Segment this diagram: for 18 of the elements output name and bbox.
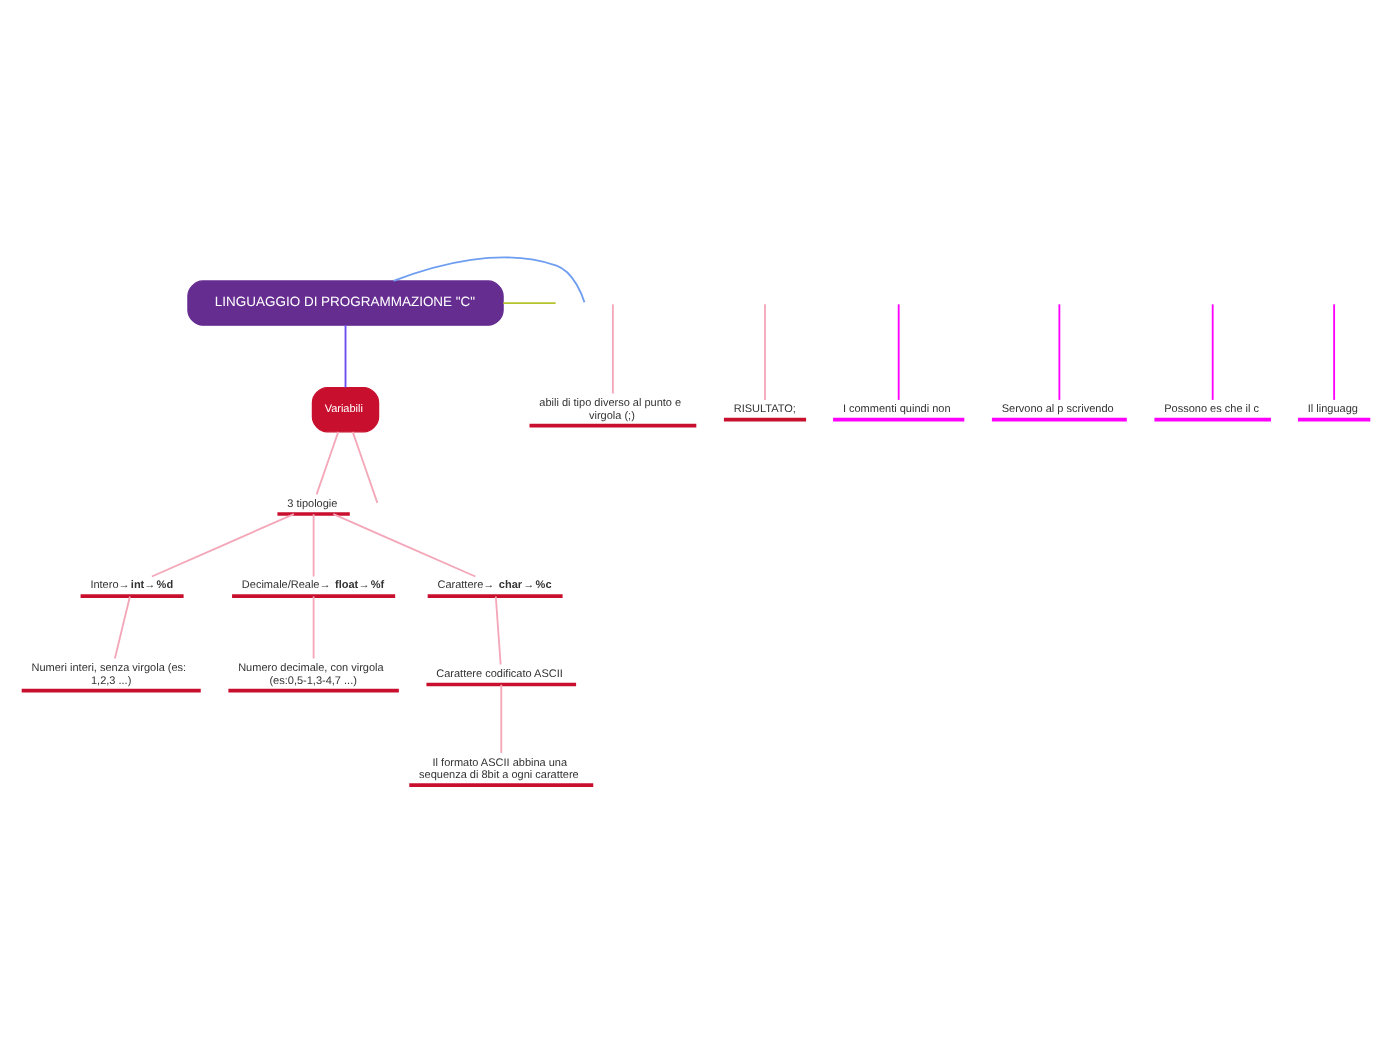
connector bbox=[1058, 302, 1061, 400]
connector bbox=[1211, 302, 1214, 400]
connector bbox=[494, 594, 502, 665]
connector bbox=[113, 594, 131, 659]
connector bbox=[312, 512, 315, 577]
connector bbox=[502, 301, 557, 303]
connector bbox=[500, 682, 503, 753]
connector bbox=[392, 255, 586, 303]
connector bbox=[612, 302, 614, 394]
connector bbox=[351, 429, 379, 503]
connector bbox=[332, 512, 477, 577]
connector bbox=[312, 594, 315, 659]
connector bbox=[150, 512, 295, 577]
connector bbox=[897, 302, 900, 400]
connector bbox=[1333, 302, 1336, 400]
connector bbox=[315, 429, 340, 495]
connector bbox=[764, 302, 766, 400]
connector bbox=[344, 323, 347, 388]
